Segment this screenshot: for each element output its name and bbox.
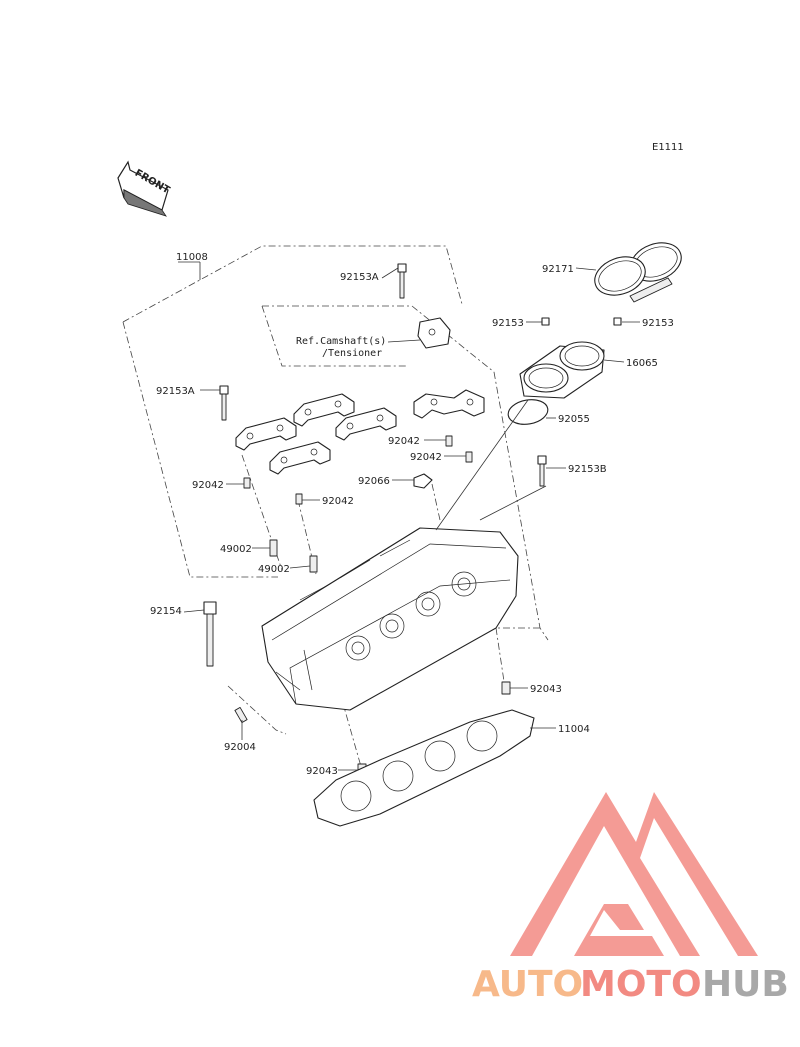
label-92042-d: 92042: [322, 496, 354, 507]
label-92004: 92004: [224, 742, 256, 753]
label-92042-c: 92042: [192, 480, 224, 491]
watermark-logo: AUTO MOTO HUB: [472, 792, 789, 1005]
cylinder-head: [261, 527, 519, 711]
head-gasket: [313, 709, 535, 827]
plug-cap: [413, 473, 433, 489]
label-92153-right: 92153: [642, 318, 674, 329]
leader-lines: [178, 261, 640, 771]
intake-clamps: [594, 242, 682, 303]
label-92042-b: 92042: [410, 452, 442, 463]
part-labels: 11008 92153A 92171 92153 92153 16065 920…: [150, 252, 674, 777]
label-92043-right: 92043: [530, 684, 562, 695]
front-arrow-icon: FRONT: [117, 160, 172, 217]
label-92153a-top: 92153A: [340, 272, 379, 283]
label-92153a-left: 92153A: [156, 386, 195, 397]
label-49002-b: 49002: [258, 564, 290, 575]
label-16065: 16065: [626, 358, 658, 369]
diagram-code: E1111: [652, 142, 684, 153]
label-92171: 92171: [542, 264, 574, 275]
label-92153-left: 92153: [492, 318, 524, 329]
label-92153b: 92153B: [568, 464, 607, 475]
label-92066: 92066: [358, 476, 390, 487]
label-92055: 92055: [558, 414, 590, 425]
assembly-outline: [122, 245, 549, 771]
tensioner-bracket: [417, 317, 451, 349]
ref-note-line2: /Tensioner: [322, 348, 382, 359]
camshaft-caps: [235, 389, 485, 475]
watermark-triangle-icon: [510, 792, 758, 956]
watermark-brand-auto: AUTO: [472, 964, 583, 1005]
intake-holder: [519, 341, 605, 399]
watermark-brand-hub: HUB: [702, 964, 789, 1005]
bolts: [203, 263, 622, 724]
label-11008: 11008: [176, 252, 208, 263]
label-92154: 92154: [150, 606, 182, 617]
ref-note-line1: Ref.Camshaft(s): [296, 336, 386, 347]
watermark-brand-moto: MOTO: [580, 964, 702, 1005]
o-ring: [507, 399, 549, 425]
label-11004: 11004: [558, 724, 590, 735]
label-49002-a: 49002: [220, 544, 252, 555]
label-92043-bottom: 92043: [306, 766, 338, 777]
label-92042-a: 92042: [388, 436, 420, 447]
